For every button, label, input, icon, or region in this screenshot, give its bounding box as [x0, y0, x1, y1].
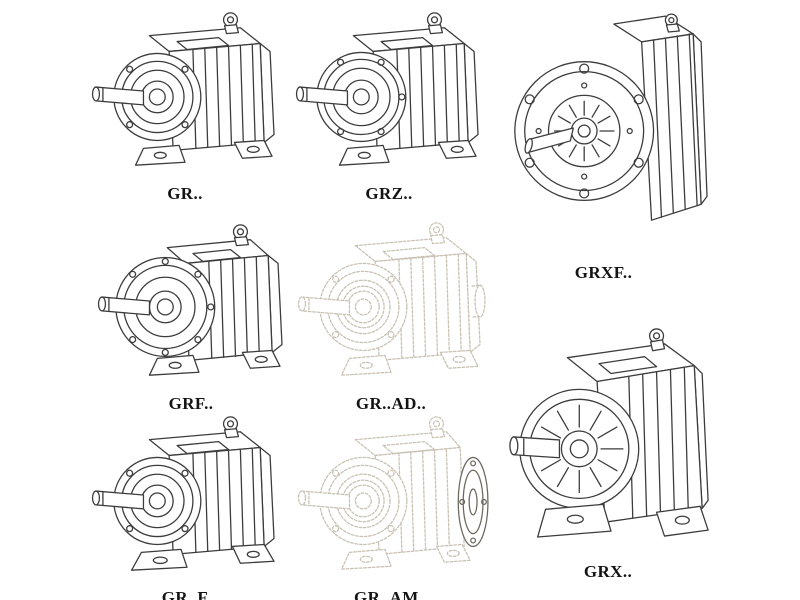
gearbox-drawing-grf-foot	[91, 416, 275, 571]
figure-label-gr: GR..	[167, 184, 203, 203]
figure-grz: GRZ..	[290, 2, 488, 204]
figure-grf: GRF..	[92, 212, 290, 414]
figure-label-gram: GR..AM..	[353, 588, 429, 600]
gearbox-drawing-grf	[97, 224, 283, 376]
gearbox-drawing-gr	[91, 12, 275, 166]
gearbox-drawing-grad	[297, 222, 486, 376]
figure-label-grxf: GRXF..	[574, 263, 633, 282]
figure-gram: GR..AM..	[292, 406, 490, 600]
figure-gr: GR..	[86, 2, 284, 204]
gearbox-drawing-grx	[509, 328, 709, 538]
figure-label-grz: GRZ..	[365, 184, 413, 203]
figure-label-grf: GRF..	[168, 394, 214, 413]
figure-label-grad: GR..AD..	[355, 394, 427, 413]
figure-grad: GR..AD..	[292, 212, 490, 414]
figure-grf-foot: GR..F	[86, 406, 284, 600]
figure-grx: GRX..	[498, 304, 718, 582]
figure-grxf: GRXF..	[497, 8, 710, 283]
figure-label-grf-foot: GR..F	[161, 588, 209, 600]
gearbox-drawing-grxf	[514, 13, 708, 221]
figure-label-grx: GRX..	[583, 562, 633, 581]
gearbox-drawing-gram	[297, 416, 489, 570]
gearbox-drawing-grz	[295, 12, 479, 166]
